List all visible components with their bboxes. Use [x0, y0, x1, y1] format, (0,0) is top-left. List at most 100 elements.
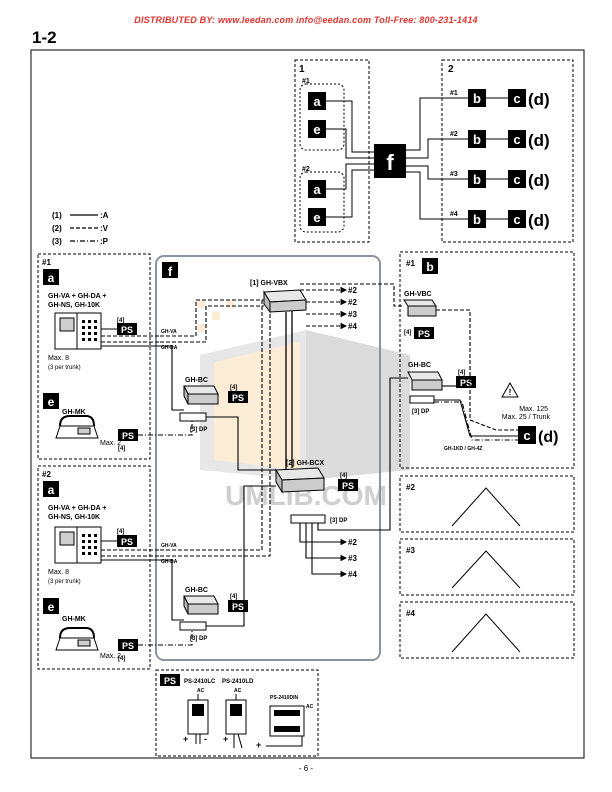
diagram-label: (3): [52, 237, 62, 246]
sub1-label: #1: [302, 78, 310, 85]
diagram-label: f: [386, 150, 394, 175]
diagram-label: a: [313, 94, 321, 109]
diagram-label: PS: [232, 602, 244, 612]
diagram-label: c: [513, 212, 520, 227]
node-e2: [308, 208, 326, 226]
left-block-1: [37, 253, 151, 460]
diagram-label: #4: [450, 211, 458, 218]
diagram-label: GH-BC: [185, 587, 208, 594]
diagram-label: (3 per trunk): [48, 365, 81, 371]
dp-terminal-1: [179, 412, 207, 422]
ghbcx-device: [275, 467, 325, 494]
diagram-label: [4]: [230, 385, 237, 391]
power-supply-box: [155, 669, 319, 757]
right-block-3: #3: [399, 538, 575, 596]
watermark-graphic: [198, 300, 410, 480]
diagram-label: PS: [122, 431, 134, 441]
right-block-b: [399, 251, 575, 469]
diagram-label: #3: [450, 171, 458, 178]
diagram-label: b: [473, 172, 481, 187]
diagram-label: (3 per trunk): [48, 579, 81, 585]
dp-terminal-right: [409, 395, 435, 404]
diagram-label: #2: [450, 131, 458, 138]
diagram-label: PS: [121, 325, 133, 335]
diagram-label: #1: [450, 90, 458, 97]
diagram-label: PS: [164, 676, 176, 686]
svg-text:+: +: [256, 740, 261, 750]
diagram-label: [4]: [230, 594, 237, 600]
ps-badge: [117, 323, 137, 335]
sub2-box: [299, 171, 345, 233]
diagram-label: #4: [348, 322, 357, 331]
diagram-label: :V: [100, 224, 109, 233]
diagram-label: e: [313, 122, 320, 137]
diagram-label: (d): [538, 429, 558, 446]
diagram-label: PS: [418, 329, 430, 339]
diagram-label: GH-MK: [62, 409, 86, 416]
diagram-label: e: [313, 210, 320, 225]
group1-box: [294, 59, 370, 243]
diagram-label: PS-2410LD: [222, 679, 254, 685]
diagram-label: Max. 2: [100, 440, 121, 447]
diagram-label: f: [168, 264, 173, 279]
diagram-label: Max. 2: [100, 653, 121, 660]
overview-b-c-d-rows: b c (d) b c (d) b c (d) b c (d): [468, 89, 550, 230]
diagram-label: GH-VA + GH-DA +: [48, 505, 106, 512]
diagram-label: #2: [348, 298, 357, 307]
diagram-label: AC: [234, 688, 242, 694]
diagram-label: (d): [528, 171, 550, 190]
line-legend: (1) :A (2) :V (3) :P: [52, 211, 109, 246]
diagram-label: b: [473, 212, 481, 227]
diagram-label: #4: [406, 609, 415, 618]
diagram-label: [3] DP: [412, 409, 429, 415]
svg-text:+: +: [223, 734, 228, 744]
diagram-label: [4]: [458, 370, 465, 376]
diagram-label: GH-VA: [161, 329, 177, 335]
diagram-label: (1): [52, 211, 62, 220]
diagram-label: a: [48, 483, 55, 497]
diagram-label: :P: [100, 237, 109, 246]
diagram-label: [2] GH-BCX: [286, 460, 324, 467]
diagram-label: GH-VA: [161, 543, 177, 549]
diagram-label: [1] GH-VBX: [250, 280, 288, 287]
diagram-label: (d): [528, 90, 550, 109]
diagram-label: c: [513, 132, 520, 147]
node-a2: [308, 180, 326, 198]
diagram-label: [4]: [118, 656, 125, 662]
diagram-label: PS: [460, 378, 472, 388]
diagram-label: #2: [348, 538, 357, 547]
door-station-panel-2: [54, 526, 102, 564]
distributor-banner: DISTRIBUTED BY: www.leedan.com info@eeda…: [134, 15, 478, 25]
ghbc-device-2: [183, 595, 219, 615]
diagram-label: #3: [406, 546, 415, 555]
center-f-box: [155, 255, 381, 661]
diagram-label: GH-1KD / GH-4Z: [444, 446, 482, 452]
diagram-label: a: [48, 271, 55, 285]
diagram-label: #3: [348, 554, 357, 563]
ghvbc-device: [403, 299, 437, 317]
diagram-label: (2): [52, 224, 62, 233]
diagram-label: [4]: [118, 446, 125, 452]
diagram-label: #4: [348, 570, 357, 579]
diagram-label: PS: [121, 537, 133, 547]
diagram-label: [4]: [404, 330, 411, 336]
right-block-4: #4: [399, 601, 575, 659]
group1-label: 1: [299, 64, 305, 75]
svg-text:-: -: [204, 734, 207, 744]
diagram-label: e: [48, 395, 55, 409]
telephone-icon: [55, 415, 99, 439]
ps2410lc-adapter: + -: [183, 694, 209, 744]
left-block-2: [37, 465, 151, 670]
diagram-label: e: [48, 600, 55, 614]
svg-text:+: +: [183, 734, 188, 744]
diagram-label: #1: [42, 258, 51, 267]
node-e1: [308, 120, 326, 138]
sub1-box: [299, 83, 345, 151]
diagram-label: (d): [528, 131, 550, 150]
diagram-label: PS: [342, 481, 354, 491]
diagram-label: b: [426, 260, 433, 274]
node-a1: [308, 92, 326, 110]
right-block-2: #2: [399, 475, 575, 533]
ghbc-device-right: [407, 371, 443, 391]
group2-box: [441, 59, 574, 243]
